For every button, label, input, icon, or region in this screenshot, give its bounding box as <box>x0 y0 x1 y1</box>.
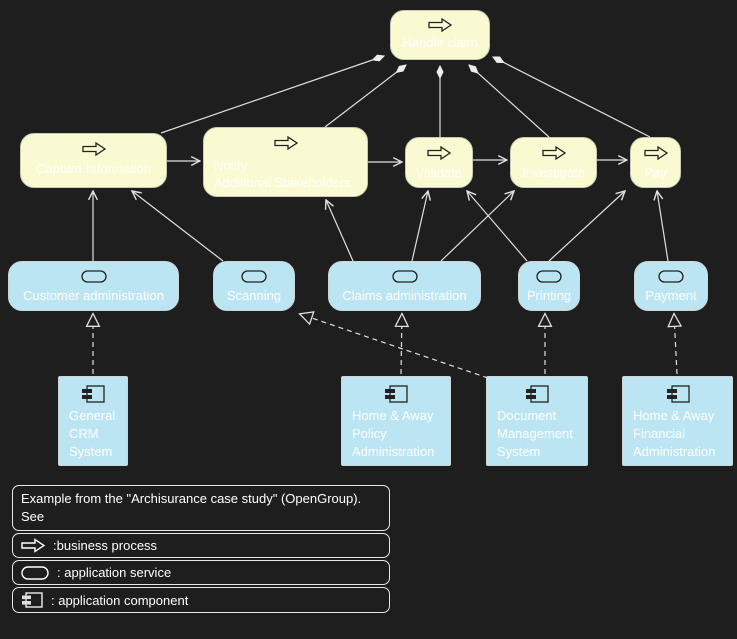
edge-composition-pay <box>493 56 651 138</box>
application-service-icon <box>536 270 562 283</box>
service-label: Payment <box>645 288 697 303</box>
service-label: Printing <box>526 288 572 303</box>
legend-label: : application component <box>51 592 189 608</box>
business-process-icon <box>643 145 668 161</box>
edge-serving-scanning-capture <box>132 191 224 262</box>
service-label: Claims administration <box>342 288 467 303</box>
edge-serving-claims-validate <box>411 191 428 262</box>
application-service-icon <box>658 270 684 283</box>
process-label: Capture Information <box>36 161 151 176</box>
edge-realization-finadmin-payment <box>674 314 677 375</box>
edge-realization-policy-claims <box>401 314 402 375</box>
process-capture-information[interactable]: Capture Information <box>20 133 167 188</box>
application-component-icon <box>666 385 690 403</box>
legend-row-application-component: : application component <box>12 587 390 613</box>
process-handle-claim[interactable]: Handle claim <box>390 10 490 60</box>
business-process-icon <box>427 145 452 161</box>
legend-note-line2: See <box>21 509 45 524</box>
edge-serving-claims-notify <box>326 200 354 262</box>
component-label: Document Management System <box>497 408 573 459</box>
legend-row-note: Example from the "Archisurance case stud… <box>12 485 390 531</box>
edge-serving-printing-validate <box>467 191 528 262</box>
component-home-away-financial-administration[interactable]: Home & Away Financial Administration <box>622 376 733 466</box>
business-process-icon <box>428 17 453 33</box>
service-customer-administration[interactable]: Customer administration <box>8 261 179 311</box>
service-label: Scanning <box>226 288 282 303</box>
edge-serving-payment-pay <box>657 191 669 262</box>
edge-realization-dms-scanning <box>300 314 489 379</box>
edge-composition-capture <box>160 56 384 134</box>
component-label: General CRM System <box>69 408 116 459</box>
edge-composition-investigate <box>469 65 550 138</box>
component-label: Home & Away Financial Administration <box>633 408 716 459</box>
component-home-away-policy-administration[interactable]: Home & Away Policy Administration <box>341 376 451 466</box>
legend-note-line1: Example from the "Archisurance case stud… <box>21 491 362 506</box>
legend-label: : application service <box>57 565 172 580</box>
process-validate[interactable]: Validate <box>405 137 473 188</box>
legend: Example from the "Archisurance case stud… <box>12 485 390 615</box>
legend-row-application-service: : application service <box>12 560 390 585</box>
process-label: Validate <box>415 165 462 180</box>
component-document-management-system[interactable]: Document Management System <box>486 376 588 466</box>
process-pay[interactable]: Pay <box>630 137 681 188</box>
service-scanning[interactable]: Scanning <box>213 261 295 311</box>
application-service-icon <box>241 270 267 283</box>
process-label: Pay <box>644 165 667 180</box>
service-printing[interactable]: Printing <box>518 261 580 311</box>
legend-row-business-process: :business process <box>12 533 390 558</box>
application-component-icon <box>525 385 549 403</box>
legend-label: :business process <box>53 538 158 553</box>
business-process-icon <box>81 141 106 157</box>
process-label: Handle claim <box>402 35 478 50</box>
application-service-icon <box>21 565 49 580</box>
process-investigate[interactable]: Investigate <box>510 137 597 188</box>
edge-serving-claims-investigate <box>440 191 514 262</box>
edge-serving-printing-pay <box>548 191 625 262</box>
edge-composition-notify <box>324 65 406 128</box>
component-label: Home & Away Policy Administration <box>352 408 435 459</box>
service-claims-administration[interactable]: Claims administration <box>328 261 481 311</box>
application-component-icon <box>21 592 43 608</box>
process-label: Investigate <box>522 165 585 180</box>
service-payment[interactable]: Payment <box>634 261 708 311</box>
application-service-icon <box>391 270 418 283</box>
business-process-icon <box>21 538 46 553</box>
business-process-icon <box>541 145 566 161</box>
process-label: Notify Additional Stakeholders <box>214 158 351 190</box>
service-label: Customer administration <box>23 288 164 303</box>
process-notify-additional-stakeholders[interactable]: Notify Additional Stakeholders <box>203 127 368 197</box>
application-component-icon <box>81 385 105 403</box>
component-general-crm-system[interactable]: General CRM System <box>58 376 128 466</box>
application-component-icon <box>384 385 408 403</box>
application-service-icon <box>80 270 107 283</box>
business-process-icon <box>273 135 298 151</box>
